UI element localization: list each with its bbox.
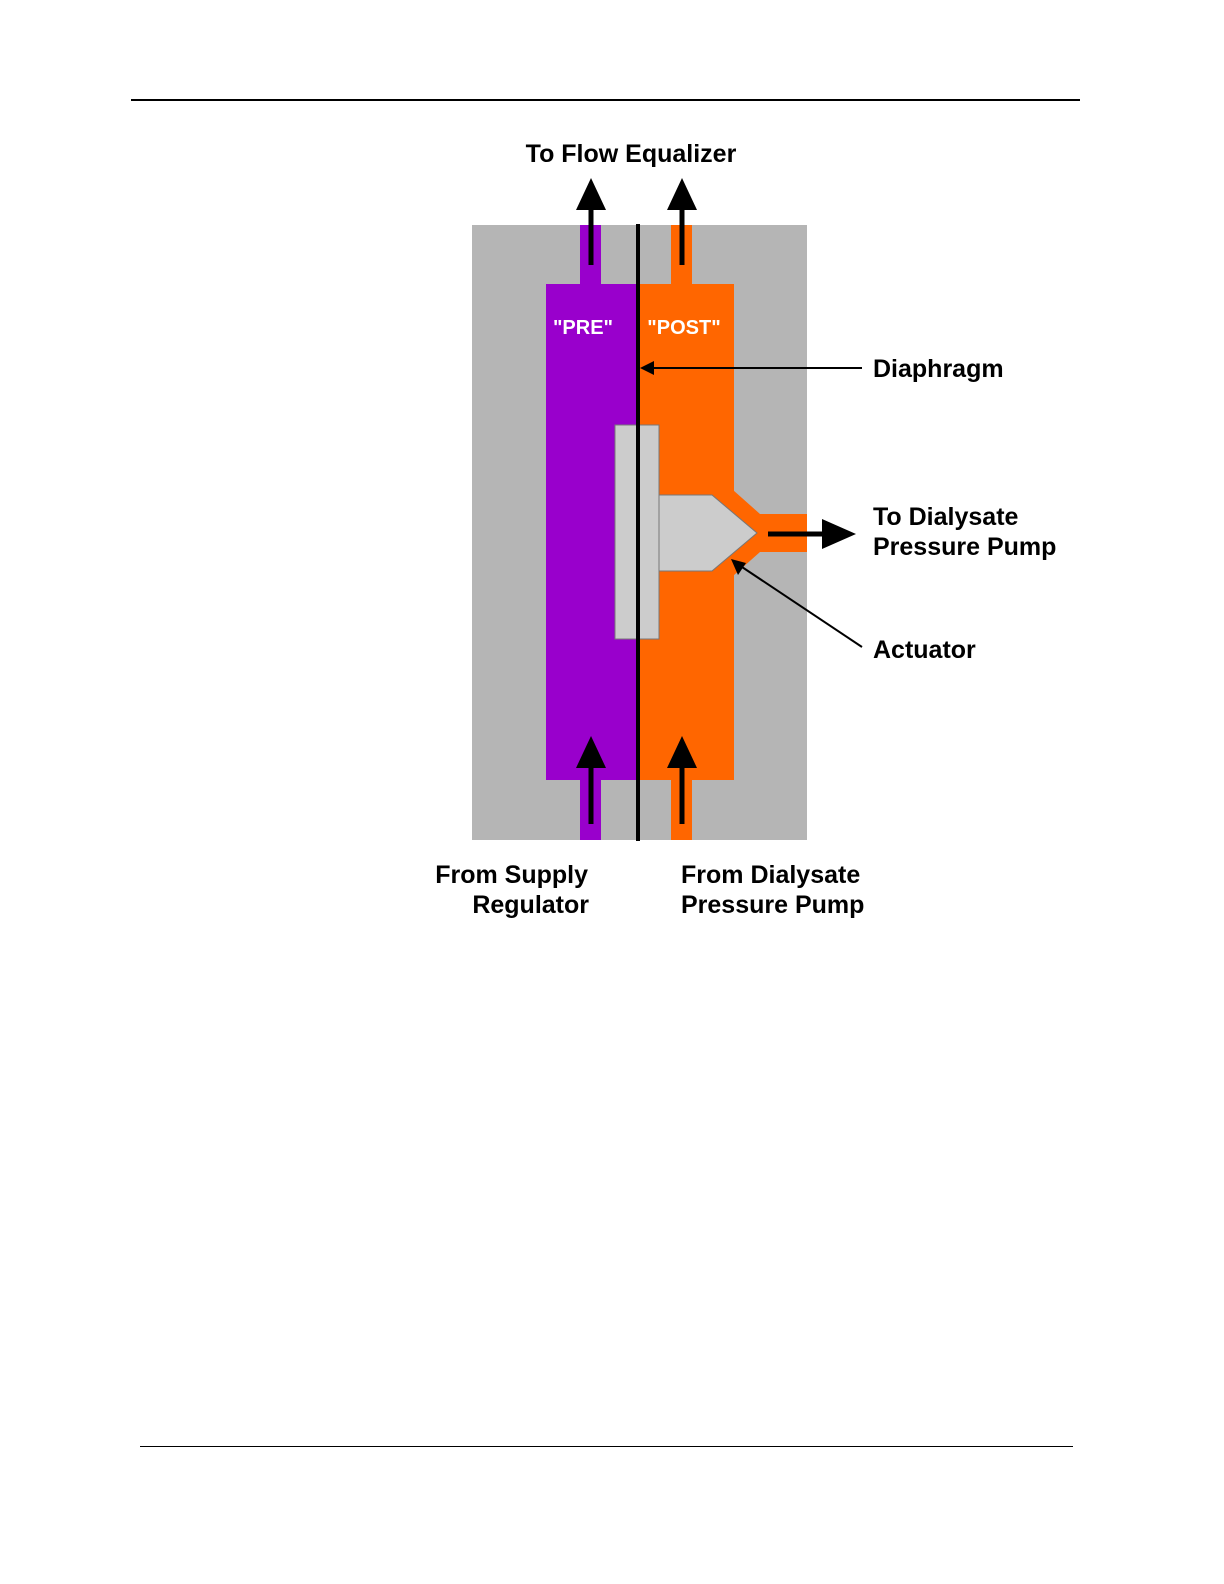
post-label: "POST": [647, 317, 720, 339]
actuator-label: Actuator: [873, 636, 976, 664]
pre-label: "PRE": [553, 317, 613, 339]
pump-in-label-line1: From Dialysate: [681, 861, 860, 889]
top-label: To Flow Equalizer: [526, 140, 737, 168]
pump-out-label-line2: Pressure Pump: [873, 533, 1056, 561]
pump-out-label-line1: To Dialysate: [873, 503, 1019, 531]
supply-label-line1: From Supply: [435, 861, 588, 889]
pump-in-label-line2: Pressure Pump: [681, 891, 864, 919]
diaphragm-label: Diaphragm: [873, 355, 1004, 383]
footer-rule: [140, 1446, 1073, 1447]
supply-label-line2: Regulator: [472, 891, 589, 919]
